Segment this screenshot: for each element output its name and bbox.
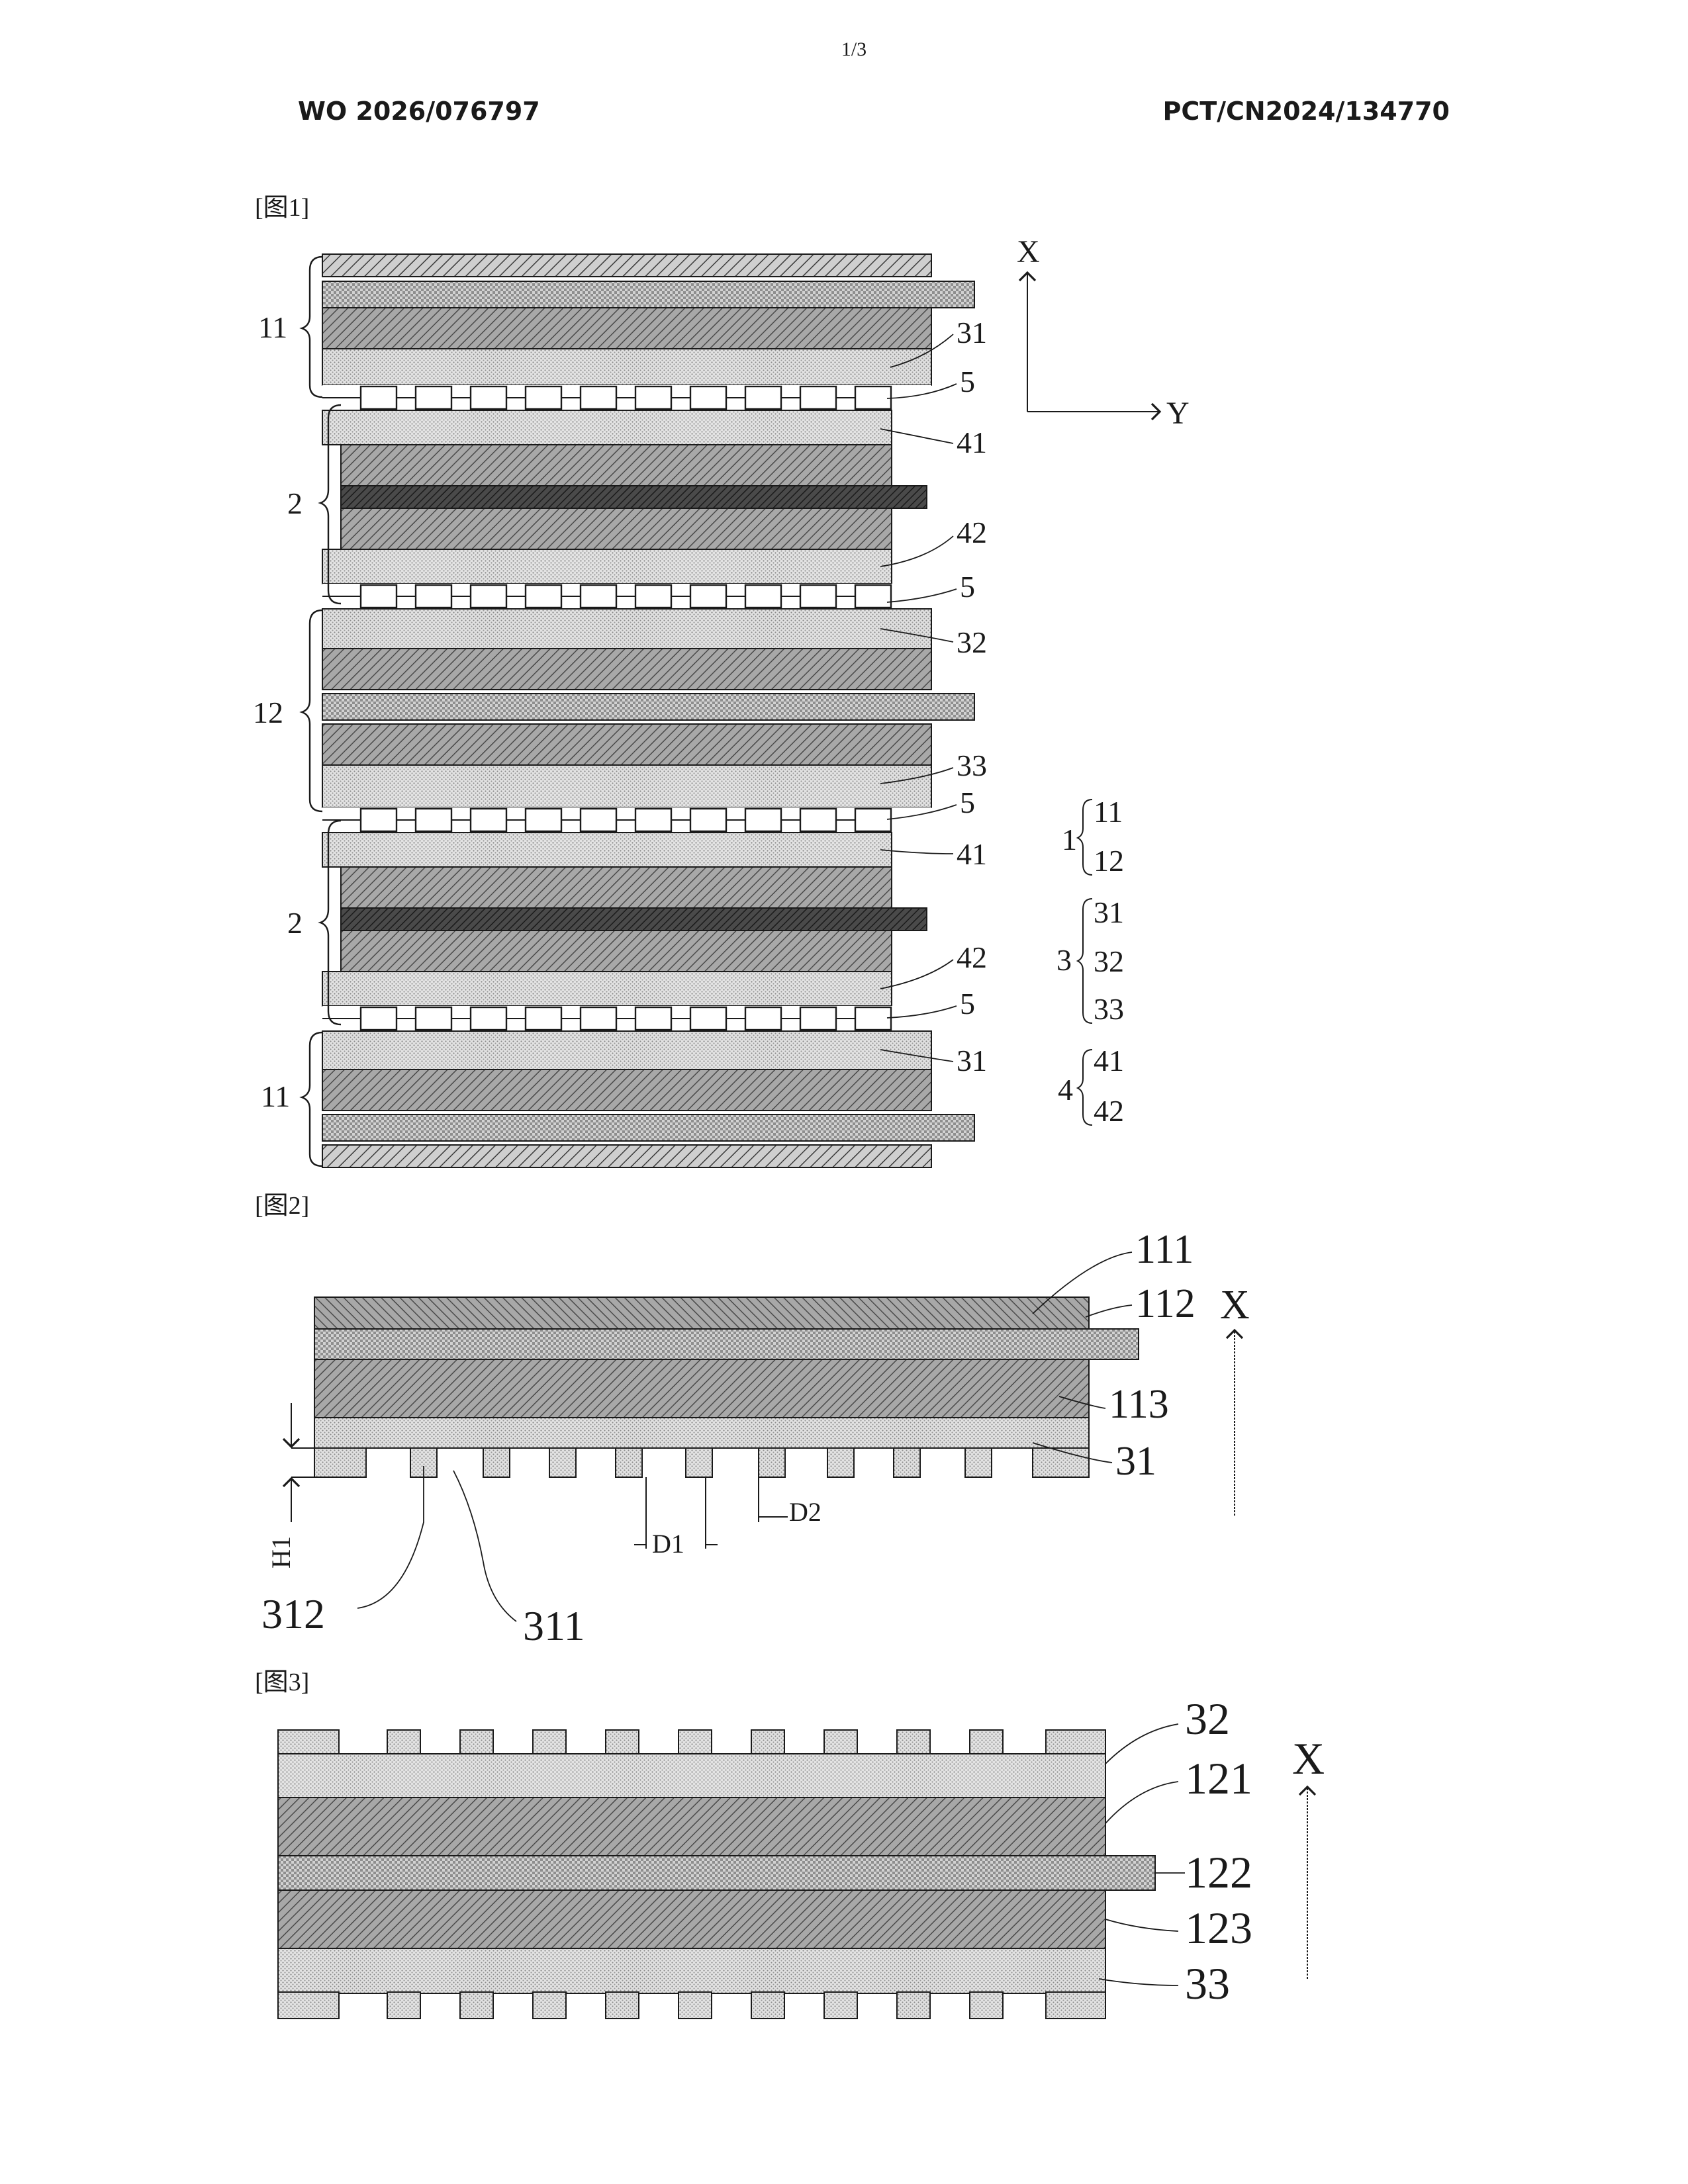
fig3-top-tooth [897,1730,930,1755]
fig3-bottom-tooth [824,1992,857,2019]
fig3-bottom-tooth [897,1992,930,2019]
figure-3-diagram: 32 121 122 123 33 X [0,0,1688,2118]
fig3-top-tooth [970,1730,1003,1755]
fig3-callout-123: 123 [1185,1903,1252,1953]
fig3-layer-32-teeth [278,1730,1105,1755]
fig3-layer-121 [278,1797,1105,1856]
fig3-top-tooth [1046,1730,1105,1755]
fig3-bottom-tooth [460,1992,493,2019]
fig3-leader-123 [1105,1919,1178,1931]
fig3-callout-32: 32 [1185,1694,1230,1744]
fig3-callout-33: 33 [1185,1958,1230,2009]
fig3-callout-121: 121 [1185,1753,1252,1803]
fig3-layer-123 [278,1890,1105,1948]
fig3-bottom-tooth [751,1992,784,2019]
fig3-layer-122 [278,1856,1155,1890]
fig3-bottom-tooth [1046,1992,1105,2019]
fig3-bottom-tooth [679,1992,712,2019]
fig3-bottom-tooth [533,1992,566,2019]
fig3-leader-33 [1099,1979,1178,1985]
fig3-bottom-tooth [970,1992,1003,2019]
fig3-top-tooth [751,1730,784,1755]
fig3-top-tooth [533,1730,566,1755]
fig3-top-tooth [278,1730,339,1755]
fig3-layer-32-body [278,1754,1105,1797]
fig3-leader-121 [1105,1782,1178,1823]
fig3-top-tooth [824,1730,857,1755]
fig3-leaders [1099,1724,1185,1985]
fig3-layer-33-body [278,1948,1105,1993]
fig3-layer-33-teeth [278,1992,1105,2019]
fig3-top-tooth [606,1730,639,1755]
fig3-leader-32 [1105,1724,1178,1764]
fig3-top-tooth [387,1730,420,1755]
fig3-bottom-tooth [606,1992,639,2019]
fig3-bottom-tooth [278,1992,339,2019]
fig3-top-tooth [679,1730,712,1755]
fig3-axis-label: X [1292,1733,1325,1784]
fig3-bottom-tooth [387,1992,420,2019]
fig3-top-tooth [460,1730,493,1755]
fig3-callout-122: 122 [1185,1847,1252,1897]
